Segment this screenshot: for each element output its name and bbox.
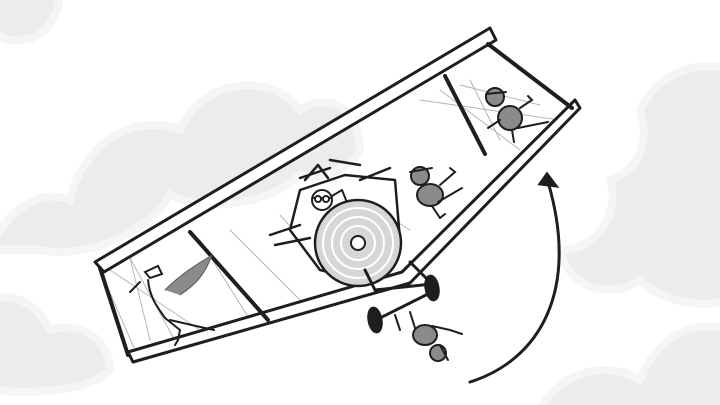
cloud-left <box>0 81 365 256</box>
biplane <box>93 26 582 364</box>
tail <box>268 223 312 247</box>
wing-struts <box>98 42 574 357</box>
flying-scarf <box>164 253 213 296</box>
cloud-bottom-right <box>538 322 720 405</box>
cloud-bottom-left <box>0 293 115 396</box>
wing-walker-right <box>485 87 549 143</box>
cloud-right <box>554 62 720 308</box>
lower-wing <box>126 98 582 364</box>
propeller-hub <box>350 235 366 251</box>
arrowhead <box>537 171 560 188</box>
landing-gear <box>363 260 440 334</box>
hanging-figure <box>394 311 463 362</box>
wing-walker-middle <box>409 166 463 219</box>
propeller <box>313 198 403 288</box>
rotation-arrow <box>468 171 561 384</box>
wing-walker-left <box>129 253 215 346</box>
cloud-top-left <box>0 0 64 45</box>
pilot <box>311 189 347 211</box>
